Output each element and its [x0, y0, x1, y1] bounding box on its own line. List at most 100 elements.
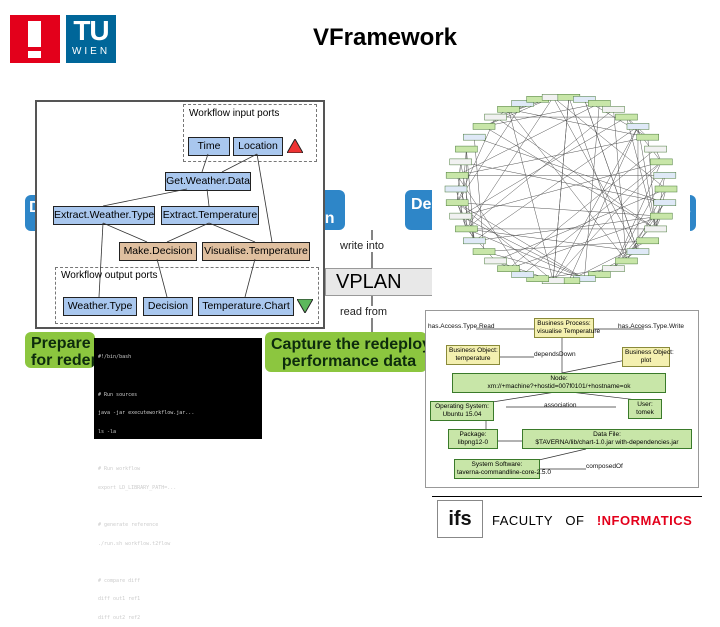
onto-node-machine: Node: xm://+machine?+hostid=007f0101/+ho…: [452, 373, 666, 393]
graph-edge: [457, 136, 648, 176]
graph-node: [650, 212, 673, 220]
graph-node: [449, 212, 472, 220]
terminal-line: ls -la: [98, 428, 117, 435]
node-temperature-chart: Temperature.Chart: [198, 297, 294, 316]
onto-system-software: System Software: taverna-commandline-cor…: [454, 459, 551, 479]
graph-node: [626, 123, 650, 130]
rel-composed-of: composedOf: [586, 463, 623, 470]
rel-has-access-write: has.Access.Type.Write: [618, 323, 684, 330]
output-ports-region: [55, 267, 319, 324]
terminal-line: diff out2 ref2: [98, 614, 141, 621]
graph-node: [654, 185, 678, 193]
capture-line2: performance data: [281, 353, 417, 370]
page-title: VFramework: [312, 24, 458, 51]
graph-node: [455, 225, 478, 233]
graph-edge: [484, 240, 648, 252]
tu-wien-logo: TU WIEN: [66, 15, 116, 63]
graph-nodes: [444, 94, 678, 284]
logo-wien-text: WIEN: [71, 46, 111, 57]
graph-edge: [637, 126, 656, 229]
node-extract-temperature: Extract.Temperature: [161, 206, 259, 225]
onto-operating-system: Operating System: Ubuntu 15.04: [430, 401, 494, 421]
graph-edge: [466, 228, 585, 279]
onto-business-process: Business Process: visualise Temperature: [534, 318, 600, 338]
node-weather-type: Weather.Type: [63, 297, 137, 316]
graph-node: [615, 113, 638, 121]
graph-edge: [552, 161, 662, 281]
graph-edge: [483, 103, 600, 127]
graph-node: [653, 172, 677, 179]
graph-node: [636, 133, 660, 141]
footer-divider: [432, 496, 702, 497]
terminal-line: [98, 559, 258, 565]
graph-node: [497, 265, 520, 272]
graph-node: [462, 133, 486, 141]
faculty-word: FACULTY: [492, 513, 554, 528]
graph-edge: [552, 97, 639, 252]
informatics-word: !NFORMATICS: [596, 513, 693, 528]
ifs-logo: ifs: [437, 500, 483, 538]
graph-edge: [508, 109, 554, 281]
rel-has-access-read: has.Access.Type.Read: [428, 323, 495, 330]
graph-edge: [508, 148, 656, 269]
graph-edge: [460, 215, 585, 279]
logo-bar: [28, 21, 41, 47]
graph-edge: [568, 240, 648, 281]
rel-association: association: [544, 402, 577, 409]
graph-node: [602, 106, 625, 113]
graph-node: [497, 106, 520, 113]
workflow-edges: [98, 153, 273, 298]
onto-user: User: tomek: [628, 399, 662, 419]
graph-edge: [473, 137, 485, 252]
node-extract-weather-type: Extract.Weather.Type: [53, 206, 155, 225]
read-from-label: read from: [340, 306, 388, 318]
vplan-box: VPLAN: [325, 268, 433, 296]
graph-node: [526, 275, 549, 282]
terminal-line: # Run workflow: [98, 466, 141, 473]
graph-edge: [552, 97, 667, 190]
graph-node: [650, 158, 673, 166]
graph-edge: [474, 136, 665, 203]
graph-edge: [460, 161, 665, 203]
graph-edge: [474, 126, 639, 242]
terminal-line: ./run.sh workflow.t2flow: [98, 540, 171, 547]
prepare-system-box: Prepare sy for redeplo: [25, 332, 95, 368]
terminal-line: diff out1 ref1: [98, 596, 141, 603]
node-get-weather-data: Get.Weather.Data: [165, 172, 251, 191]
graph-node: [445, 172, 469, 179]
graph-edge: [456, 175, 523, 275]
graph-edge: [568, 126, 639, 281]
workflow-diagram: Workflow input ports Time Location Get.W…: [35, 100, 325, 329]
onto-business-object-plot: Business Object: plot: [622, 347, 674, 367]
graph-node: [449, 158, 472, 166]
graph-node: [644, 225, 667, 233]
input-ports-region: [183, 104, 317, 162]
write-into-label: write into: [340, 240, 385, 252]
graph-edge: [457, 202, 585, 279]
graph-edge: [613, 109, 627, 261]
terminal-line: # generate reference: [98, 521, 159, 528]
terminal-line: [98, 373, 258, 379]
graph-node: [455, 145, 478, 153]
graph-edge: [626, 117, 656, 229]
terminal-line: java -jar executeworkflow.jar...: [98, 410, 195, 417]
graph-node: [588, 100, 611, 107]
graph-node: [588, 271, 611, 278]
graph-node: [472, 248, 496, 255]
ontology-diagram: has.Access.Type.Read Business Process: v…: [425, 310, 699, 488]
flow-box-left-label: D: [29, 199, 41, 216]
onto-package: Package: libpng12-0: [448, 429, 498, 449]
graph-node: [444, 185, 468, 193]
graph-node: [653, 199, 677, 206]
graph-edge: [466, 97, 554, 230]
graph-edge: [460, 161, 662, 217]
graph-edge: [457, 202, 554, 281]
onto-data-file: Data File: $TAVERNA/lib/chart-1.0.jar wi…: [522, 429, 692, 449]
graph-node: [626, 248, 650, 255]
graph-edge: [613, 161, 662, 269]
graph-node: [602, 265, 625, 272]
of-word: OF: [565, 513, 585, 528]
graph-node: [573, 96, 596, 103]
graph-edge: [537, 268, 614, 279]
ifs-logo-text: ifs: [448, 508, 472, 530]
